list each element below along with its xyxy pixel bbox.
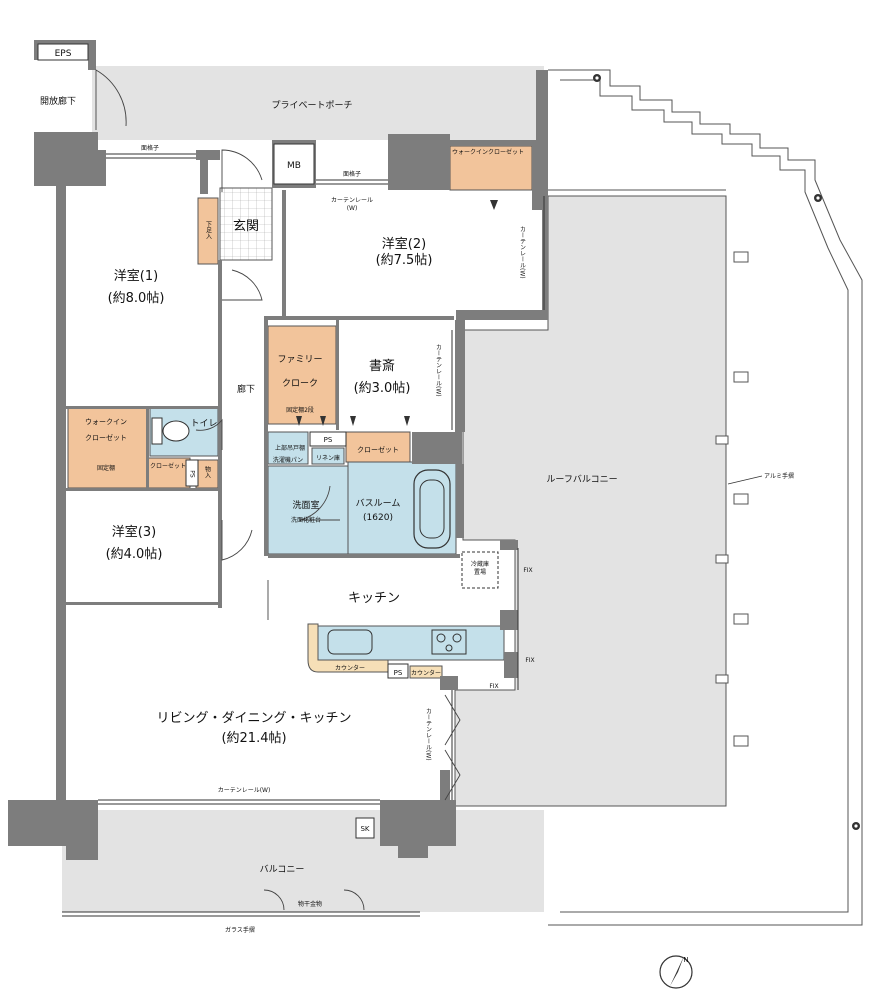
family-cloak-label-2: クローク bbox=[282, 378, 318, 389]
curtain-study-label: カーテンレール(W) bbox=[435, 344, 442, 397]
counter-label-2: カウンター bbox=[411, 669, 441, 677]
toilet-label: トイレ bbox=[190, 419, 217, 429]
sk-label: SK bbox=[360, 825, 369, 833]
kitchen-sink bbox=[327, 629, 373, 655]
shoe-box-label: 下足入 bbox=[205, 221, 212, 239]
ps-label-2: PS bbox=[324, 436, 333, 444]
counter-right bbox=[409, 665, 443, 679]
curtain-right-label: カーテンレール(W) bbox=[519, 226, 526, 279]
north-compass bbox=[659, 955, 693, 989]
bathtub bbox=[413, 469, 451, 549]
fridge-label-1: 冷蔵庫 bbox=[471, 560, 489, 568]
counter bbox=[307, 623, 389, 673]
balcony-label: バルコニー bbox=[260, 864, 305, 875]
mb-label: MB bbox=[287, 161, 301, 171]
toilet-fixture bbox=[151, 417, 190, 445]
lattice-label-2: 面格子 bbox=[343, 170, 361, 178]
roof-inner-outline bbox=[560, 79, 849, 913]
curtain-ldk-right-label: カーテンレール(W) bbox=[425, 708, 432, 761]
fixed-shelf-2-label: 固定棚2段 bbox=[286, 406, 314, 414]
study-name: 書斎 bbox=[369, 358, 395, 374]
wic-top-label: ウォークインクローゼット bbox=[452, 148, 524, 156]
curtain-bottom-label: カーテンレール(W) bbox=[218, 787, 271, 794]
room2-size: (約7.5帖) bbox=[376, 253, 433, 268]
aluminum-rail-leader bbox=[727, 475, 763, 485]
room1-size: (約8.0帖) bbox=[108, 291, 165, 306]
bathtub-inner bbox=[419, 479, 445, 539]
north-label: N bbox=[683, 956, 688, 964]
room3-name: 洋室(3) bbox=[112, 524, 156, 540]
roof-balcony-label: ルーフバルコニー bbox=[546, 474, 617, 485]
fridge-label-2: 置場 bbox=[474, 568, 486, 576]
window-lines bbox=[62, 153, 545, 917]
vanity-label: 洗面化粧台 bbox=[291, 516, 321, 524]
fridge-space bbox=[461, 551, 499, 589]
storage-small-label: 物入 bbox=[204, 465, 211, 478]
bath-size-label: (1620) bbox=[363, 513, 393, 523]
ldk-name: リビング・ダイニング・キッチン bbox=[156, 711, 351, 726]
room2-name: 洋室(2) bbox=[382, 236, 426, 252]
private-porch-area bbox=[92, 66, 544, 140]
lattice-label-1: 面格子 bbox=[141, 144, 159, 152]
open-corridor-label: 開放廊下 bbox=[40, 95, 76, 107]
fixed-shelf-label: 固定棚 bbox=[97, 464, 115, 472]
family-cloak-label-1: ファミリー bbox=[277, 355, 322, 365]
study-size: (約3.0帖) bbox=[354, 381, 411, 396]
entrance-tiles bbox=[219, 187, 273, 261]
roof-outline bbox=[548, 69, 863, 926]
closet-markers bbox=[296, 200, 498, 426]
laundry-hook-label: 物干金物 bbox=[298, 900, 322, 908]
ps-label-1: PS bbox=[189, 470, 196, 478]
balcony-area bbox=[62, 810, 544, 912]
fix-label-3: FIX bbox=[489, 683, 498, 690]
ps-label-3: PS bbox=[394, 669, 403, 677]
room1-name: 洋室(1) bbox=[114, 268, 158, 284]
glass-rail-label: ガラス手摺 bbox=[225, 926, 255, 934]
railing-posts bbox=[715, 251, 749, 747]
entrance-label: 玄関 bbox=[233, 219, 259, 234]
wic-left-label-2: クローゼット bbox=[85, 433, 127, 442]
eps-label: EPS bbox=[55, 49, 72, 59]
door-swings bbox=[95, 69, 461, 911]
aluminum-rail-label: アルミ手摺 bbox=[764, 472, 794, 480]
upper-shelf-label: 上部吊戸棚 bbox=[275, 444, 305, 452]
wic-left-label-1: ウォークイン bbox=[85, 418, 127, 426]
curtain-top-label: カーテンレール bbox=[331, 197, 373, 204]
washer-pan-label: 洗濯機パン bbox=[273, 456, 303, 464]
drain-markers bbox=[593, 74, 860, 830]
corridor-label: 廊下 bbox=[237, 383, 255, 395]
kitchen-label: キッチン bbox=[348, 591, 400, 606]
washroom-label: 洗面室 bbox=[292, 499, 319, 511]
counter-label-1: カウンター bbox=[335, 664, 365, 672]
fix-label-2: FIX bbox=[525, 657, 534, 664]
roof-balcony-area bbox=[454, 195, 727, 807]
room3-size: (約4.0帖) bbox=[106, 547, 163, 562]
linen-label: リネン庫 bbox=[316, 454, 340, 462]
private-porch-label: プライベートポーチ bbox=[271, 100, 352, 111]
bathroom-label: バスルーム bbox=[356, 498, 401, 509]
fix-label-1: FIX bbox=[523, 567, 532, 574]
closet-bath-label: クローゼット bbox=[357, 445, 399, 454]
closet-small-label: クローゼット bbox=[150, 462, 186, 470]
ldk-size: (約21.4帖) bbox=[221, 731, 286, 746]
curtain-top-w: (W) bbox=[347, 205, 358, 212]
stove bbox=[431, 629, 467, 655]
small-boxes bbox=[37, 43, 409, 839]
